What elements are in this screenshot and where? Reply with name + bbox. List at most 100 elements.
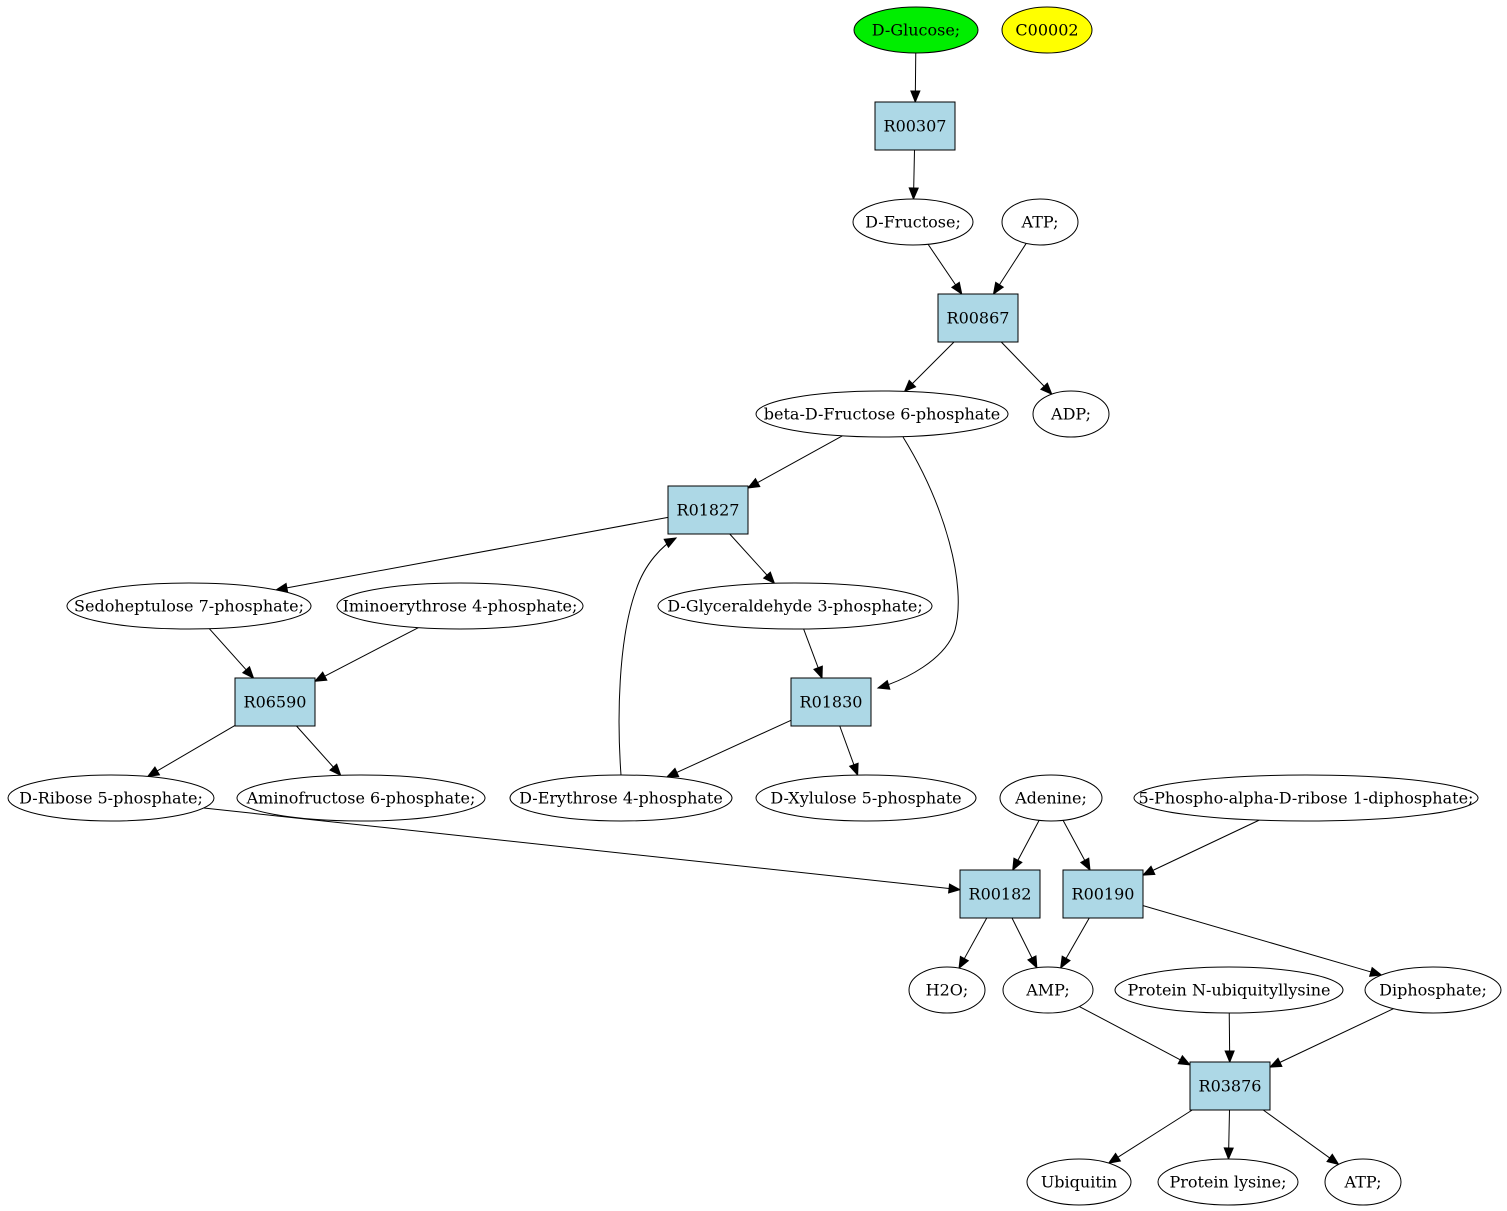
edge-g3p-to-r01830-arrowhead <box>813 665 823 680</box>
edge-r00182-to-h2o-arrowhead <box>958 955 970 970</box>
edge-glucose-to-r00307-arrowhead <box>910 90 921 104</box>
edge-r03876-to-plys-arrowhead <box>1223 1147 1234 1161</box>
compound-node-s7p[interactable]: Sedoheptulose 7-phosphate; <box>66 582 312 630</box>
edge-r00867-to-bf6p <box>903 341 955 393</box>
compound-node-i4p[interactable]: Iminoerythrose 4-phosphate; <box>336 582 584 630</box>
compound-node-bf6p[interactable]: beta-D-Fructose 6-phosphate <box>755 390 1009 438</box>
compound-node-pnu[interactable]: Protein N-ubiquityllysine <box>1114 966 1344 1014</box>
compound-pnu-label: Protein N-ubiquityllysine <box>1127 981 1330 1000</box>
edge-fructose-to-r00867-arrowhead <box>950 281 963 296</box>
reaction-r00182-label: R00182 <box>969 885 1032 904</box>
edge-r01830-to-x5p-line <box>839 725 855 765</box>
edge-prpp-to-r00190 <box>1141 819 1260 876</box>
compound-node-r5p[interactable]: D-Ribose 5-phosphate; <box>7 774 215 822</box>
compound-node-plys[interactable]: Protein lysine; <box>1157 1158 1299 1206</box>
compound-node-af6p[interactable]: Aminofructose 6-phosphate; <box>236 774 486 822</box>
compound-node-fructose[interactable]: D-Fructose; <box>852 198 974 246</box>
compound-ellipse <box>908 966 986 1014</box>
edge-fructose-to-r00867-line <box>927 243 956 286</box>
compound-node-glucose[interactable]: D-Glucose; <box>853 6 979 54</box>
edge-i4p-to-r06590-line <box>324 627 419 677</box>
compound-ellipse <box>236 774 486 822</box>
compound-ellipse <box>1001 198 1079 246</box>
edge-atp1-to-r00867 <box>992 243 1027 296</box>
compound-fructose-label: D-Fructose; <box>865 213 961 232</box>
reaction-r00307-label: R00307 <box>884 117 947 136</box>
compound-c00002-label: C00002 <box>1015 21 1078 40</box>
edge-diphosphate-to-r03876 <box>1268 1008 1394 1068</box>
edge-diphosphate-to-r03876-arrowhead <box>1268 1057 1283 1068</box>
edge-r01830-to-e4p <box>665 719 792 778</box>
edge-r00182-to-h2o <box>958 917 988 970</box>
compound-node-atp2[interactable]: ATP; <box>1324 1158 1402 1206</box>
reaction-r01830-label: R01830 <box>800 693 863 712</box>
edge-r01827-to-s7p-line <box>286 516 669 589</box>
reaction-node-r01830[interactable]: R01830 <box>790 677 872 727</box>
compound-ellipse <box>853 6 979 54</box>
reaction-r06590-label: R06590 <box>244 693 307 712</box>
reaction-node-r00307[interactable]: R00307 <box>874 101 956 151</box>
compound-ellipse <box>1114 966 1344 1014</box>
compound-s7p-label: Sedoheptulose 7-phosphate; <box>74 597 304 616</box>
compound-amp-label: AMP; <box>1025 981 1070 1000</box>
edge-e4p-to-r01827-line <box>618 537 677 776</box>
edge-r03876-to-plys-line <box>1228 1109 1230 1149</box>
compound-bf6p-label: beta-D-Fructose 6-phosphate <box>764 405 1000 424</box>
compound-prpp-label: 5-Phospho-alpha-D-ribose 1-diphosphate; <box>1139 789 1474 808</box>
reaction-node-r06590[interactable]: R06590 <box>234 677 316 727</box>
compound-ellipse <box>1133 774 1479 822</box>
reaction-box <box>1062 869 1144 919</box>
edge-r01830-to-x5p <box>839 725 859 777</box>
edge-r00190-to-diphosphate-line <box>1142 905 1372 973</box>
edge-atp1-to-r00867-line <box>999 243 1027 286</box>
edge-bf6p-to-r01830 <box>876 436 959 690</box>
edge-amp-to-r03876 <box>1079 1006 1192 1066</box>
compound-node-h2o[interactable]: H2O; <box>908 966 986 1014</box>
compound-node-c00002[interactable]: C00002 <box>1001 6 1093 54</box>
edge-r00307-to-fructose <box>908 149 919 201</box>
edge-r00867-to-bf6p-arrowhead <box>903 379 917 393</box>
reaction-box <box>790 677 872 727</box>
reaction-box <box>937 293 1019 343</box>
edge-r00867-to-bf6p-line <box>912 341 955 384</box>
compound-g3p-label: D-Glyceraldehyde 3-phosphate; <box>667 597 922 616</box>
edge-adenine-to-r00182-line <box>1017 820 1040 861</box>
reaction-node-r01827[interactable]: R01827 <box>667 485 749 535</box>
reaction-box <box>234 677 316 727</box>
reaction-node-r00867[interactable]: R00867 <box>937 293 1019 343</box>
compound-atp2-label: ATP; <box>1344 1173 1382 1192</box>
edge-bf6p-to-r01830-line <box>877 436 959 689</box>
edge-r06590-to-af6p-line <box>296 725 334 768</box>
edge-bf6p-to-r01827-arrowhead <box>746 477 761 489</box>
reaction-node-r00182[interactable]: R00182 <box>959 869 1041 919</box>
compound-node-adp[interactable]: ADP; <box>1032 390 1110 438</box>
compound-ellipse <box>66 582 312 630</box>
compound-ellipse <box>1157 1158 1299 1206</box>
edge-r5p-to-r00182 <box>203 807 962 894</box>
edge-e4p-to-r01827-arrowhead <box>663 537 678 549</box>
reaction-node-r03876[interactable]: R03876 <box>1189 1061 1271 1111</box>
compound-node-x5p[interactable]: D-Xylulose 5-phosphate <box>755 774 977 822</box>
compound-node-adenine[interactable]: Adenine; <box>999 774 1103 822</box>
reaction-box <box>874 101 956 151</box>
reaction-box <box>1189 1061 1271 1111</box>
edge-r06590-to-r5p-line <box>156 724 236 772</box>
compound-node-prpp[interactable]: 5-Phospho-alpha-D-ribose 1-diphosphate; <box>1133 774 1479 822</box>
edge-bf6p-to-r01827-line <box>757 435 843 484</box>
reaction-node-r00190[interactable]: R00190 <box>1062 869 1144 919</box>
compound-ellipse <box>509 774 733 822</box>
compound-ellipse <box>1032 390 1110 438</box>
edge-layer <box>146 52 1394 1166</box>
edge-r5p-to-r00182-line <box>203 807 950 889</box>
reaction-r00190-label: R00190 <box>1072 885 1135 904</box>
compound-node-ubiquitin[interactable]: Ubiquitin <box>1026 1158 1132 1206</box>
edge-atp1-to-r00867-arrowhead <box>992 281 1005 296</box>
edge-g3p-to-r01830 <box>803 628 823 680</box>
compound-node-atp1[interactable]: ATP; <box>1001 198 1079 246</box>
edge-amp-to-r03876-line <box>1079 1006 1181 1061</box>
compound-node-diphosphate[interactable]: Diphosphate; <box>1364 966 1502 1014</box>
compound-node-e4p[interactable]: D-Erythrose 4-phosphate <box>509 774 733 822</box>
compound-node-amp[interactable]: AMP; <box>1002 966 1094 1014</box>
edge-g3p-to-r01830-line <box>803 628 819 668</box>
compound-node-g3p[interactable]: D-Glyceraldehyde 3-phosphate; <box>657 582 933 630</box>
